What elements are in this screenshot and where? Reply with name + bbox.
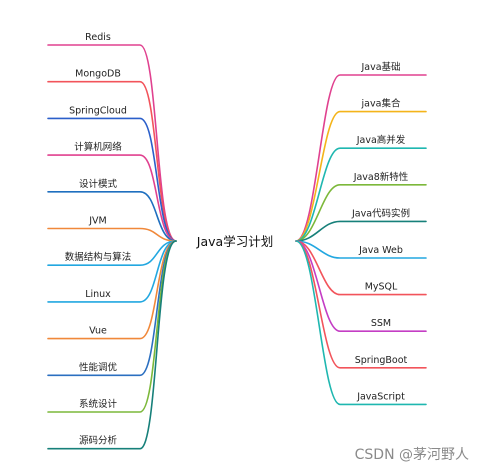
right-branch-java[interactable]: Java代码实例 xyxy=(295,207,427,242)
branch-label: Linux xyxy=(85,289,111,300)
left-branch-node-11[interactable]: 系统设计 xyxy=(47,240,177,413)
branch-line xyxy=(295,184,427,242)
branch-label: Java高并发 xyxy=(356,134,406,146)
branch-line xyxy=(295,74,427,242)
branch-line xyxy=(295,240,427,296)
right-branch-mysql[interactable]: MySQL xyxy=(295,240,427,296)
branch-label: SpringBoot xyxy=(355,355,408,366)
branch-label: Vue xyxy=(89,326,107,337)
branch-label: JVM xyxy=(88,216,107,227)
right-branch-java[interactable]: Java高并发 xyxy=(295,134,427,242)
branch-label: 系统设计 xyxy=(79,398,118,410)
branch-label: Redis xyxy=(85,32,111,43)
branch-line xyxy=(47,240,177,413)
right-branch-java8[interactable]: Java8新特性 xyxy=(295,171,427,242)
left-branch-node-12[interactable]: 源码分析 xyxy=(47,240,177,450)
branch-line xyxy=(47,117,177,242)
branch-line xyxy=(295,240,427,259)
branch-line xyxy=(47,227,177,242)
branch-label: 数据结构与算法 xyxy=(65,251,132,263)
branch-line xyxy=(295,240,427,406)
branch-label: Java8新特性 xyxy=(353,171,409,183)
branch-label: Java基础 xyxy=(360,61,400,73)
left-branch-jvm[interactable]: JVM xyxy=(47,216,177,242)
branch-line xyxy=(295,147,427,242)
branch-line xyxy=(295,110,427,242)
right-branch-java[interactable]: Java基础 xyxy=(295,61,427,242)
branch-label: SpringCloud xyxy=(69,105,127,116)
left-branch-node-5[interactable]: 设计模式 xyxy=(47,178,177,242)
branch-label: 性能调优 xyxy=(79,361,118,373)
branch-line xyxy=(295,220,427,242)
right-branch-java[interactable]: java集合 xyxy=(295,98,427,242)
branch-label: java集合 xyxy=(361,98,401,110)
left-branch-springcloud[interactable]: SpringCloud xyxy=(47,105,177,242)
branch-label: SSM xyxy=(371,318,391,329)
left-branch-node-7[interactable]: 数据结构与算法 xyxy=(47,240,177,266)
branch-label: 设计模式 xyxy=(79,178,118,190)
watermark: CSDN @茅河野人 xyxy=(354,447,469,463)
right-branch-java-web[interactable]: Java Web xyxy=(295,240,427,259)
branch-line xyxy=(47,240,177,450)
branch-line xyxy=(47,154,177,242)
branch-label: 源码分析 xyxy=(79,435,118,447)
branch-label: Java Web xyxy=(358,245,403,256)
branch-label: MySQL xyxy=(365,282,398,293)
branch-label: MongoDB xyxy=(75,69,121,80)
right-branches: Java基础 java集合 Java高并发 Java8新特性 Java代码实例 Java … xyxy=(295,61,427,406)
left-branch-node-4[interactable]: 计算机网络 xyxy=(47,141,177,242)
left-branch-redis[interactable]: Redis xyxy=(47,32,177,242)
branch-label: Java代码实例 xyxy=(351,207,410,219)
right-branch-javascript[interactable]: JavaScript xyxy=(295,240,427,406)
branch-line xyxy=(47,191,177,242)
center-topic[interactable]: Java学习计划 xyxy=(196,234,273,249)
branch-label: 计算机网络 xyxy=(74,141,122,153)
branch-label: JavaScript xyxy=(356,391,405,402)
